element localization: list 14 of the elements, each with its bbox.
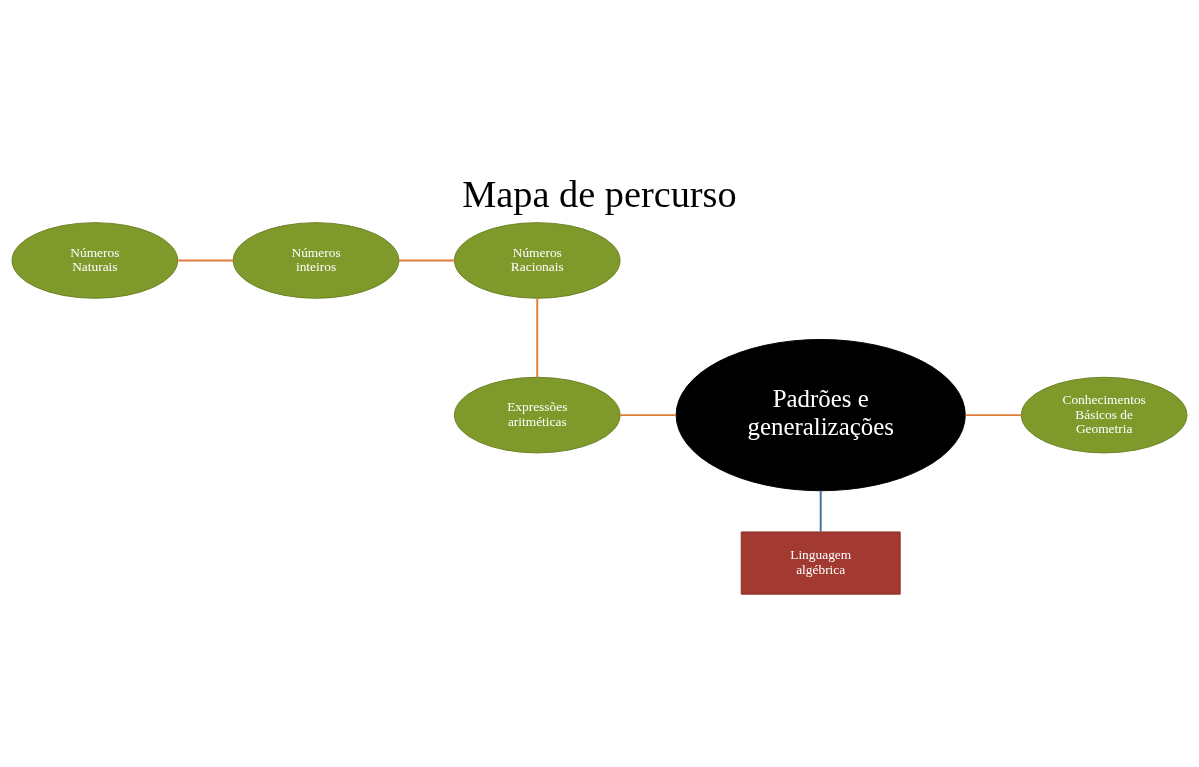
node-ellipse: Números inteiros: [232, 222, 400, 299]
node-ellipse: Números Naturais: [11, 222, 179, 299]
node-ellipse: Números Racionais: [453, 222, 621, 299]
connector: [964, 414, 1023, 417]
node-ellipse: Conhecimentos Básicos de Geometria: [1020, 376, 1188, 454]
connector: [536, 297, 539, 379]
connector: [819, 489, 822, 533]
connector: [398, 259, 456, 262]
node-box: Linguagem algébrica: [740, 531, 901, 595]
connector: [176, 259, 235, 262]
diagram-title: Mapa de percurso: [462, 173, 737, 216]
node-ellipse: Expressões aritméticas: [453, 376, 621, 454]
node-ellipse: Padrões e generalizações: [675, 338, 966, 492]
connector: [619, 414, 677, 417]
